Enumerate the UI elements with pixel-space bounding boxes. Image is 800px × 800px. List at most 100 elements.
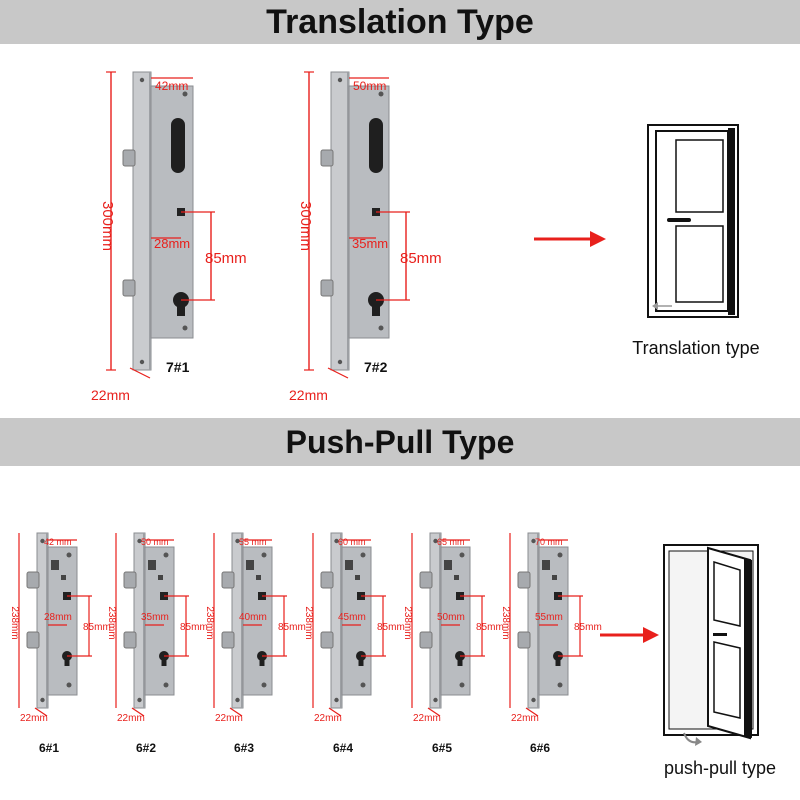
- face-label: 22mm: [413, 713, 441, 724]
- height-label: 238mm: [106, 606, 117, 639]
- screw-hole: [137, 538, 142, 544]
- center-label: 85mm: [278, 622, 306, 633]
- screw-hole: [378, 91, 384, 97]
- screw-hole: [163, 552, 169, 558]
- door-edge: [728, 128, 735, 315]
- screw-hole: [235, 538, 240, 544]
- center-label: 85mm: [400, 250, 442, 267]
- door-handle: [713, 633, 727, 636]
- push-pull-lock-6: [517, 532, 569, 709]
- push-pull-lock-2: [123, 532, 175, 709]
- model-label: 7#2: [364, 359, 388, 375]
- push-pull-lock-1: [26, 532, 78, 709]
- hook: [246, 560, 254, 570]
- latch-bolt: [122, 279, 136, 297]
- deadbolt-slot: [171, 118, 185, 173]
- push-pull-lock-5: [419, 532, 471, 709]
- latch-bolt: [419, 631, 433, 649]
- cylinder-slot: [161, 656, 167, 666]
- height-label: 300mm: [99, 201, 116, 251]
- screw-hole: [182, 325, 188, 331]
- screw-hole: [433, 697, 438, 703]
- screw-hole: [66, 552, 72, 558]
- hook: [61, 575, 66, 580]
- translation-lock-1: [122, 71, 194, 371]
- screw-hole: [163, 682, 169, 688]
- height-label: 300mm: [297, 201, 314, 251]
- latch-bolt: [26, 571, 40, 589]
- center-label: 85mm: [476, 622, 504, 633]
- latch-bolt: [221, 571, 235, 589]
- latch-bolt: [419, 571, 433, 589]
- screw-hole: [137, 697, 142, 703]
- latch-bolt: [320, 149, 334, 167]
- center-label: 85mm: [574, 622, 602, 633]
- screw-hole: [261, 682, 267, 688]
- cylinder-slot: [457, 656, 463, 666]
- cylinder-slot: [555, 656, 561, 666]
- screw-hole: [334, 697, 339, 703]
- screw-hole: [182, 91, 188, 97]
- height-label: 238mm: [402, 606, 413, 639]
- backset-label: 42mm: [155, 79, 188, 93]
- latch-bolt: [517, 631, 531, 649]
- latch-bolt: [320, 571, 334, 589]
- door-panel-bottom: [713, 641, 741, 719]
- screw-hole: [531, 538, 536, 544]
- door-panel-top: [713, 560, 741, 627]
- face-label: 22mm: [314, 713, 342, 724]
- screw-hole: [334, 538, 339, 544]
- face-dimension-line: [327, 367, 349, 379]
- backset-label: 65 mm: [437, 537, 465, 547]
- latch-bolt: [122, 149, 136, 167]
- backset-label: 42 mm: [44, 537, 72, 547]
- cylinder-slot: [358, 656, 364, 666]
- hook: [542, 560, 550, 570]
- screw-hole: [531, 697, 536, 703]
- gap-label: 45mm: [338, 612, 366, 623]
- hook: [454, 575, 459, 580]
- center-label: 85mm: [377, 622, 405, 633]
- door-edge: [744, 558, 752, 738]
- face-label: 22mm: [511, 713, 539, 724]
- face-dimension-line: [229, 707, 243, 717]
- face-dimension-line: [34, 707, 48, 717]
- face-label: 22mm: [289, 387, 328, 403]
- lock-body: [242, 546, 273, 696]
- lock-body: [144, 546, 175, 696]
- screw-hole: [459, 552, 465, 558]
- hook: [552, 575, 557, 580]
- center-label: 85mm: [83, 622, 111, 633]
- model-label: 6#1: [39, 741, 59, 755]
- backset-label: 60 mm: [338, 537, 366, 547]
- screw-hole: [433, 538, 438, 544]
- screw-hole: [360, 682, 366, 688]
- backset-label: 55 mm: [239, 537, 267, 547]
- face-dimension-line: [525, 707, 539, 717]
- height-label: 238mm: [9, 606, 20, 639]
- center-label: 85mm: [205, 250, 247, 267]
- latch-bolt: [221, 631, 235, 649]
- model-label: 6#4: [333, 741, 353, 755]
- push-pull-type-banner: Push-Pull Type: [0, 418, 800, 466]
- face-label: 22mm: [20, 713, 48, 724]
- arrow-head-icon: [590, 231, 606, 247]
- gap-label: 35mm: [352, 236, 388, 251]
- face-dimension-line: [328, 707, 342, 717]
- screw-hole: [360, 552, 366, 558]
- deadbolt-slot: [369, 118, 383, 173]
- face-label: 22mm: [91, 387, 130, 403]
- center-label: 85mm: [180, 622, 208, 633]
- hook: [256, 575, 261, 580]
- screw-hole: [66, 682, 72, 688]
- faceplate-edge: [347, 72, 349, 370]
- latch-bolt: [26, 631, 40, 649]
- model-label: 6#2: [136, 741, 156, 755]
- swing-arrow-head-icon: [695, 737, 702, 746]
- faceplate-edge: [143, 533, 145, 708]
- latch-bolt: [320, 631, 334, 649]
- height-label: 238mm: [204, 606, 215, 639]
- latch-bolt: [123, 571, 137, 589]
- screw-hole: [139, 359, 145, 365]
- hook: [158, 575, 163, 580]
